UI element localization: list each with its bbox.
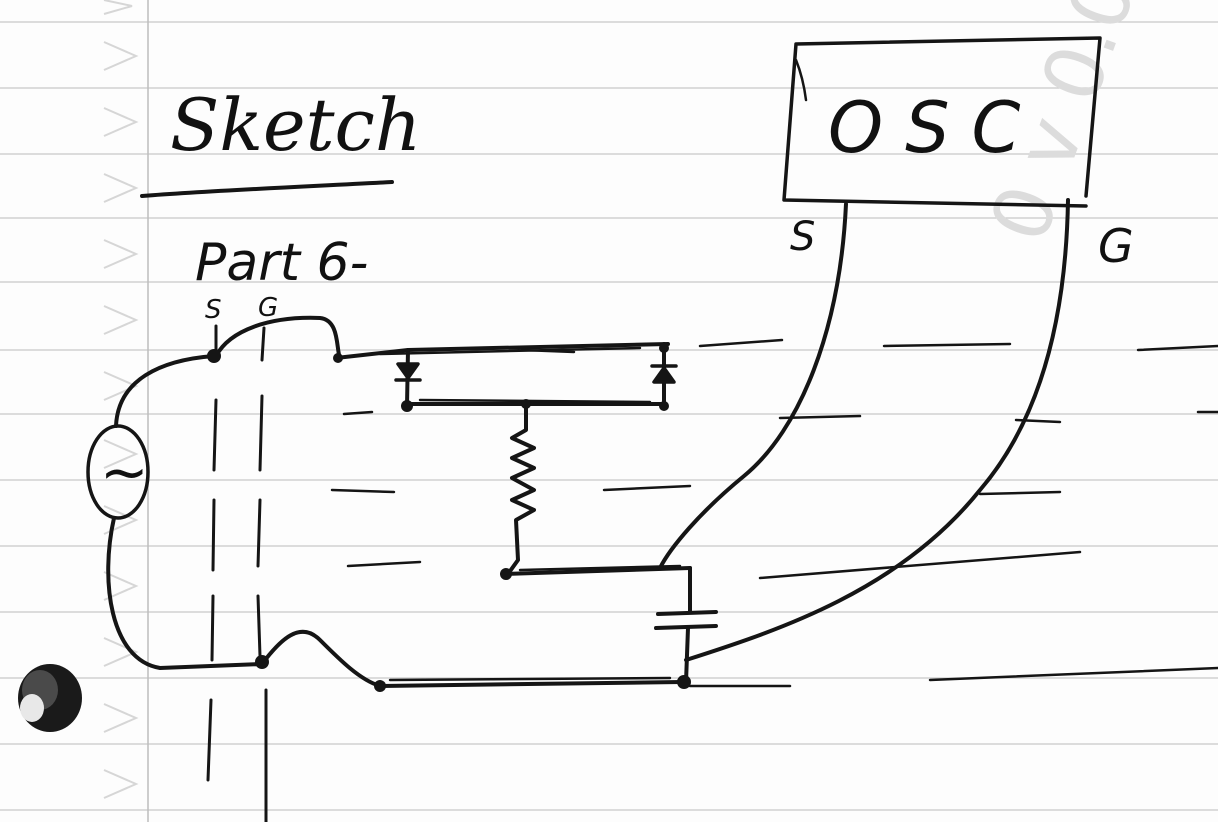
diode-left — [394, 362, 422, 382]
title-underline — [140, 180, 394, 198]
margin-triangles — [103, 0, 139, 799]
ac-source: ~ — [86, 424, 150, 520]
part-pin-traces — [206, 324, 268, 822]
part-pin-g-label: G — [258, 293, 278, 323]
sketch-title: Sketch — [170, 83, 421, 167]
ac-source-symbol: ~ — [100, 438, 149, 506]
binder-hole — [18, 664, 82, 732]
diode-right — [650, 364, 678, 384]
junction-dots — [207, 343, 691, 692]
part-pin-s-label: S — [205, 295, 222, 325]
osc-pin-s-label: S — [790, 214, 815, 260]
oscilloscope-box: OSC S G — [782, 36, 1134, 273]
osc-label: OSC — [828, 87, 1042, 169]
stray-pen-marks — [330, 338, 1218, 688]
part-label: Part 6- — [195, 233, 368, 293]
ruled-lines — [0, 21, 1218, 811]
osc-pin-g-label: G — [1098, 219, 1134, 273]
circuit-wires — [106, 198, 1070, 688]
